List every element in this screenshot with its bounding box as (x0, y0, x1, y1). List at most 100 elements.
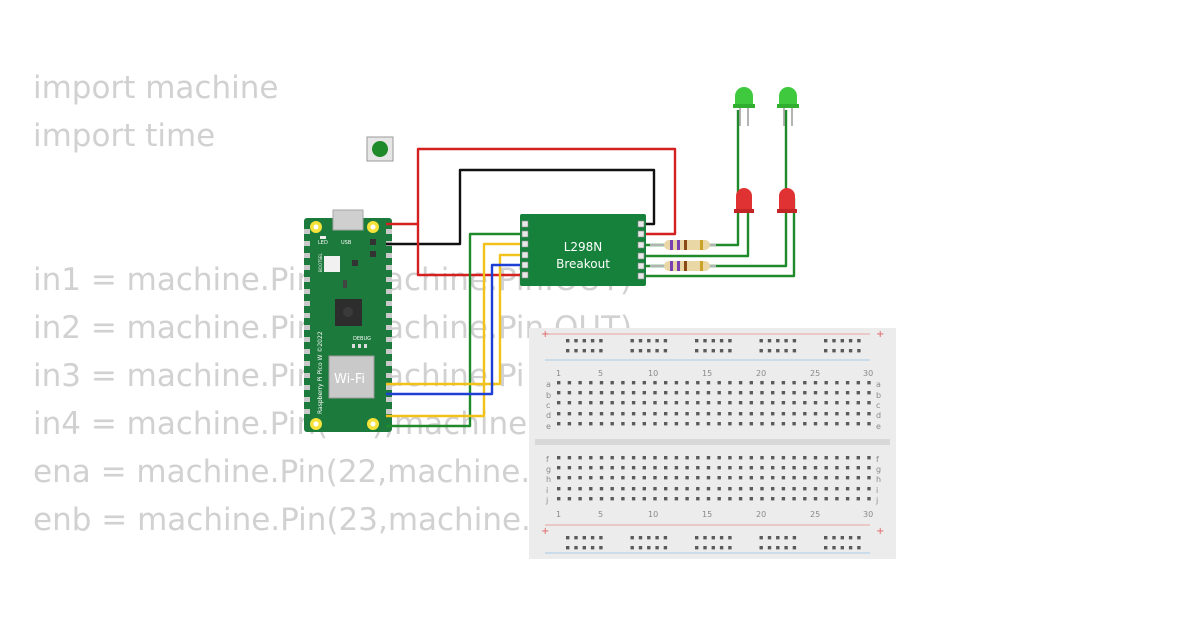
breadboard-hole[interactable] (771, 381, 775, 385)
breadboard-hole[interactable] (749, 487, 753, 491)
breadboard-hole[interactable] (674, 487, 679, 491)
breadboard-hole[interactable] (771, 401, 775, 405)
breadboard-hole[interactable] (674, 456, 679, 460)
breadboard-hole[interactable] (835, 476, 839, 480)
breadboard-hole[interactable] (621, 401, 625, 405)
breadboard-hole[interactable] (674, 412, 679, 416)
breadboard-hole[interactable] (621, 487, 625, 491)
breadboard-hole[interactable] (760, 401, 764, 405)
breadboard-hole[interactable] (856, 476, 860, 480)
breadboard-hole[interactable] (653, 487, 657, 491)
breadboard-hole[interactable] (674, 422, 679, 426)
breadboard-hole[interactable] (711, 536, 715, 540)
breadboard-hole[interactable] (781, 401, 786, 405)
breadboard-hole[interactable] (599, 476, 604, 480)
breadboard-hole[interactable] (621, 391, 625, 395)
breadboard-hole[interactable] (824, 497, 828, 501)
breadboard-hole[interactable] (703, 546, 707, 550)
breadboard-hole[interactable] (574, 339, 578, 343)
breadboard-hole[interactable] (867, 412, 871, 416)
breadboard-hole[interactable] (599, 487, 604, 491)
breadboard-hole[interactable] (599, 391, 604, 395)
breadboard-hole[interactable] (574, 546, 578, 550)
breadboard-hole[interactable] (767, 536, 772, 540)
breadboard-hole[interactable] (599, 497, 604, 501)
breadboard-hole[interactable] (706, 412, 711, 416)
breadboard-hole[interactable] (719, 536, 724, 540)
breadboard-hole[interactable] (784, 546, 788, 550)
breadboard-hole[interactable] (824, 466, 828, 470)
breadboard-hole[interactable] (717, 412, 721, 416)
breadboard-hole[interactable] (771, 422, 775, 426)
breadboard-hole[interactable] (867, 422, 871, 426)
breadboard-hole[interactable] (749, 466, 753, 470)
breadboard-hole[interactable] (803, 497, 807, 501)
breadboard-hole[interactable] (803, 456, 807, 460)
breadboard-hole[interactable] (781, 476, 786, 480)
breadboard-hole[interactable] (792, 401, 796, 405)
breadboard-hole[interactable] (599, 546, 603, 550)
breadboard-hole[interactable] (578, 476, 582, 480)
breadboard-hole[interactable] (717, 487, 721, 491)
breadboard-hole[interactable] (760, 476, 764, 480)
resistor-icon[interactable] (650, 261, 716, 271)
breadboard-hole[interactable] (771, 476, 775, 480)
breadboard-hole[interactable] (630, 349, 634, 353)
breadboard-hole[interactable] (781, 381, 786, 385)
breadboard-hole[interactable] (589, 401, 593, 405)
breadboard-hole[interactable] (557, 466, 561, 470)
breadboard-hole[interactable] (848, 339, 853, 343)
breadboard-hole[interactable] (719, 349, 724, 353)
breadboard-hole[interactable] (803, 422, 807, 426)
led-icon[interactable] (734, 188, 754, 213)
breadboard-hole[interactable] (685, 412, 689, 416)
breadboard-hole[interactable] (610, 456, 614, 460)
breadboard-hole[interactable] (557, 456, 561, 460)
breadboard-hole[interactable] (610, 381, 614, 385)
breadboard-hole[interactable] (631, 487, 636, 491)
breadboard-hole[interactable] (781, 497, 786, 501)
breadboard-hole[interactable] (695, 536, 699, 540)
breadboard-hole[interactable] (832, 339, 836, 343)
breadboard-hole[interactable] (566, 339, 570, 343)
breadboard-hole[interactable] (706, 497, 711, 501)
breadboard-hole[interactable] (638, 349, 643, 353)
breadboard-hole[interactable] (610, 466, 614, 470)
breadboard-hole[interactable] (835, 466, 839, 470)
breadboard-hole[interactable] (848, 349, 853, 353)
breadboard-hole[interactable] (760, 497, 764, 501)
breadboard-hole[interactable] (578, 422, 582, 426)
breadboard-hole[interactable] (738, 487, 743, 491)
breadboard-hole[interactable] (610, 412, 614, 416)
breadboard-hole[interactable] (685, 487, 689, 491)
breadboard-hole[interactable] (696, 476, 700, 480)
breadboard-hole[interactable] (767, 339, 772, 343)
breadboard-hole[interactable] (703, 349, 707, 353)
breadboard-hole[interactable] (711, 339, 715, 343)
breadboard-hole[interactable] (621, 456, 625, 460)
breadboard-hole[interactable] (857, 536, 861, 540)
breadboard-hole[interactable] (674, 497, 679, 501)
breadboard-hole[interactable] (792, 466, 796, 470)
breadboard-hole[interactable] (792, 422, 796, 426)
breadboard-hole[interactable] (784, 536, 788, 540)
breadboard-hole[interactable] (610, 391, 614, 395)
breadboard-hole[interactable] (557, 391, 561, 395)
breadboard-hole[interactable] (845, 456, 850, 460)
breadboard-hole[interactable] (610, 487, 614, 491)
breadboard-hole[interactable] (711, 546, 715, 550)
breadboard-hole[interactable] (728, 476, 732, 480)
breadboard-hole[interactable] (760, 381, 764, 385)
breadboard-hole[interactable] (835, 497, 839, 501)
breadboard-hole[interactable] (784, 339, 788, 343)
breadboard-hole[interactable] (664, 401, 668, 405)
breadboard-hole[interactable] (767, 546, 772, 550)
breadboard-hole[interactable] (589, 476, 593, 480)
breadboard-hole[interactable] (717, 497, 721, 501)
breadboard-hole[interactable] (566, 536, 570, 540)
breadboard-hole[interactable] (840, 546, 844, 550)
breadboard-hole[interactable] (631, 412, 636, 416)
breadboard-hole[interactable] (706, 391, 711, 395)
breadboard-hole[interactable] (647, 536, 651, 540)
breadboard-hole[interactable] (589, 487, 593, 491)
